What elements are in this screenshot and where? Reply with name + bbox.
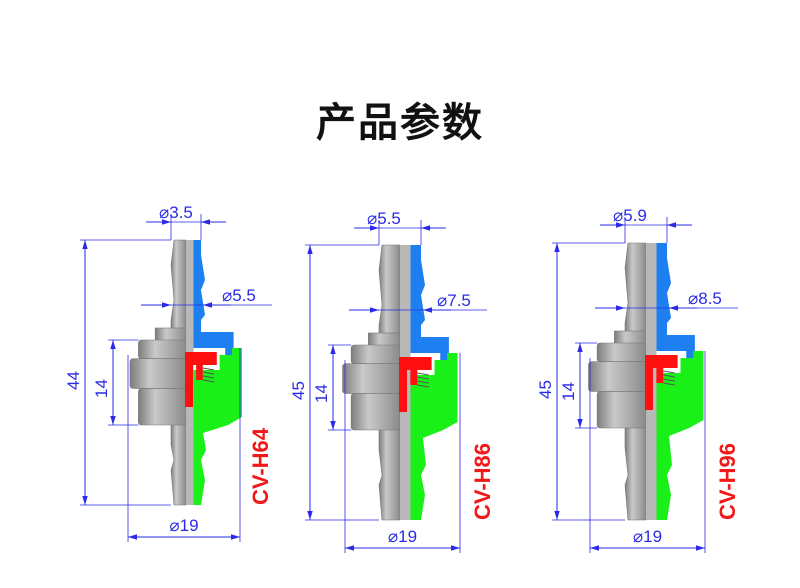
spring-coil (663, 378, 675, 382)
blue-cap-section (656, 243, 695, 363)
body-ring (138, 388, 187, 426)
spring-coil (202, 371, 215, 375)
inner-diameter-label: ⌀5.9 (613, 206, 647, 225)
green-body-section (410, 353, 458, 520)
body-ring (350, 393, 401, 431)
spring-coil (202, 379, 215, 383)
spring-coil (417, 372, 429, 376)
blue-cap-section (193, 240, 234, 360)
length-label: 45 (536, 380, 555, 399)
body-height-label: 14 (92, 379, 111, 398)
body-ring (350, 344, 401, 365)
body-ring (596, 391, 647, 429)
spring-coil (202, 367, 215, 371)
body-diameter-label: ⌀19 (633, 527, 662, 546)
spring-coil (663, 382, 675, 386)
body-height-label: 14 (312, 384, 331, 403)
body-ring (138, 339, 187, 360)
model-label: CV-H64 (248, 427, 273, 505)
body-diameter-label: ⌀19 (388, 527, 417, 546)
spring-coil (417, 384, 429, 388)
red-valve-section (645, 355, 678, 410)
model-label: CV-H86 (470, 443, 495, 520)
length-label: 44 (64, 371, 83, 390)
blue-cap-section (410, 245, 449, 365)
red-valve-section (399, 357, 432, 412)
spring-coil (417, 380, 429, 384)
spring-coil (663, 370, 675, 374)
body-diameter-label: ⌀19 (169, 516, 198, 535)
product-drawing-cv-h64: 44 14 ⌀3.5 ⌀5.5 ⌀19 CV-H64 (64, 203, 273, 542)
spring-coil (663, 374, 675, 378)
model-label: CV-H96 (715, 443, 740, 520)
page-title: 产品参数 (316, 100, 484, 146)
body-ring (342, 363, 401, 394)
red-valve-section (185, 352, 217, 407)
green-body-section (193, 348, 242, 505)
body-height-label: 14 (559, 382, 578, 401)
body-ring (596, 342, 647, 363)
inner-diameter-label: ⌀5.5 (367, 209, 401, 228)
barb-diameter-label: ⌀7.5 (437, 291, 471, 310)
spring-coil (202, 375, 215, 379)
body-ring (588, 361, 647, 392)
inner-diameter-label: ⌀3.5 (159, 203, 193, 222)
barb-diameter-label: ⌀8.5 (688, 289, 722, 308)
barb-diameter-label: ⌀5.5 (222, 286, 256, 305)
spring-coil (417, 376, 429, 380)
body-ring (129, 358, 187, 389)
length-label: 45 (289, 381, 308, 400)
green-body-section (656, 351, 704, 520)
